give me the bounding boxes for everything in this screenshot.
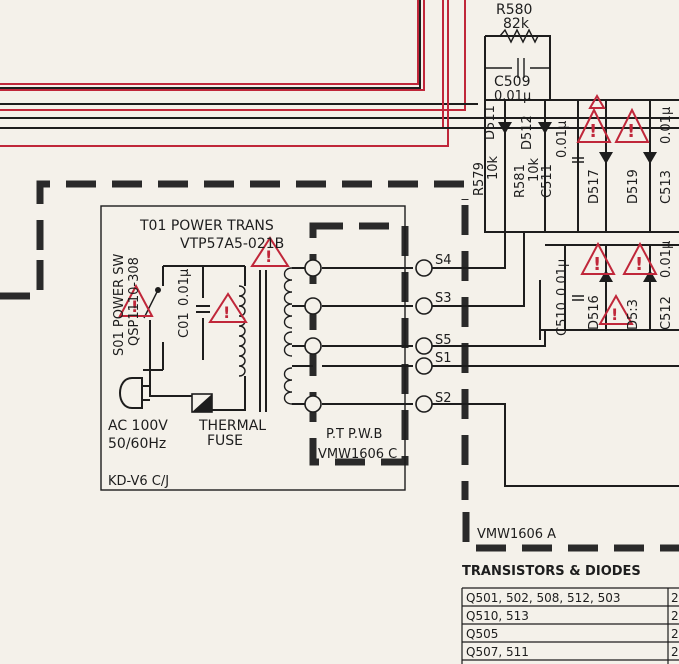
pwb-part: VMW1606 C [318,447,397,462]
terminals [304,259,433,413]
thermal-fuse-icon [191,393,213,413]
ac-line-label: AC 100V [108,418,168,434]
r580-value: 82k [503,16,530,32]
c512-label: C512 [659,296,674,330]
transformer-title: T01 POWER TRANS [139,218,274,234]
model-label: KD-V6 C/J [108,474,169,489]
d517-label: D517 [587,169,602,204]
c01-label: C01 [177,312,192,338]
svg-text:!: ! [589,121,597,142]
table-row: Q510, 513 2 [466,609,679,623]
pwb-title: P.T P.W.B [326,427,382,442]
r581-value: 10k [527,157,542,182]
rectifier-network [484,28,679,340]
r579-label: R579 [472,162,487,196]
d511-label: D511 [483,105,498,140]
table-cell-type: 2 [671,645,679,659]
c511-value: 0.01μ [555,121,570,158]
thermal-fuse-label-2: FUSE [207,433,243,449]
svg-text:!: ! [635,254,643,275]
c511-label: C511 [540,164,555,198]
terminal-s2-label: S2 [435,391,452,406]
d516-label: D516 [587,295,602,330]
c509-value: 0.01μ [494,89,531,104]
terminal-s4-label: S4 [435,253,452,268]
c512-value: 0.01μ [659,241,674,278]
thermal-fuse-label-1: THERMAL [198,418,266,434]
r580-label: R580 [496,2,532,18]
c513-label: C513 [659,170,674,204]
svg-text:!: ! [611,305,618,324]
table-cell-parts: Q507, 511 [466,645,529,659]
c510-value: 0.01μ [555,259,570,296]
svg-text:!: ! [265,247,272,266]
terminal-s1-label: S1 [435,351,452,366]
primary-circuit [143,265,267,412]
ac-plug-icon [119,377,150,409]
board-a-label: VMW1606 A [477,527,556,542]
table-cell-parts: Q505 [466,627,498,641]
parts-table [461,587,679,664]
power-switch-label: S01 POWER SW [112,254,127,356]
svg-text:!: ! [593,254,601,275]
c01-value: 0.01μ [177,269,192,306]
r581-label: R581 [513,164,528,198]
power-module-box [100,205,406,491]
transformer-part: VTP57A5-021B [180,236,284,252]
r579-value: 10k [486,155,501,180]
secondary-windings [283,267,293,405]
d519-label: D519 [626,169,641,204]
terminal-s5-label: S5 [435,333,452,348]
svg-text:!: ! [223,303,230,322]
warning-triangle-icon: ! ! ! ! ! ! ! ! [118,94,658,325]
c510-label: C510 [555,302,570,336]
table-title: TRANSISTORS & DIODES [462,564,641,579]
svg-text:!: ! [627,121,635,142]
table-row: Q505 2 [466,627,679,641]
d518-label: D5:3 [626,299,641,330]
table-cell-parts: Q510, 513 [466,609,529,623]
table-cell-type: 2 [671,627,679,641]
terminal-s3-label: S3 [435,291,452,306]
signal-bus-wires [0,0,679,147]
c513-value: 0.01μ [659,107,674,144]
table-cell-type: 2 [671,609,679,623]
table-row: Q507, 511 2 [466,645,679,659]
table-cell-type: 2 [671,591,679,605]
c509-label: C509 [494,74,531,90]
d512-label: D512 [520,115,535,150]
table-row: Q501, 502, 508, 512, 503 2 [466,591,679,605]
ac-frequency-label: 50/60Hz [108,436,166,452]
table-cell-parts: Q501, 502, 508, 512, 503 [466,591,620,605]
power-switch-part: QSP1110-308 [127,257,142,346]
svg-text:!: ! [131,297,138,316]
